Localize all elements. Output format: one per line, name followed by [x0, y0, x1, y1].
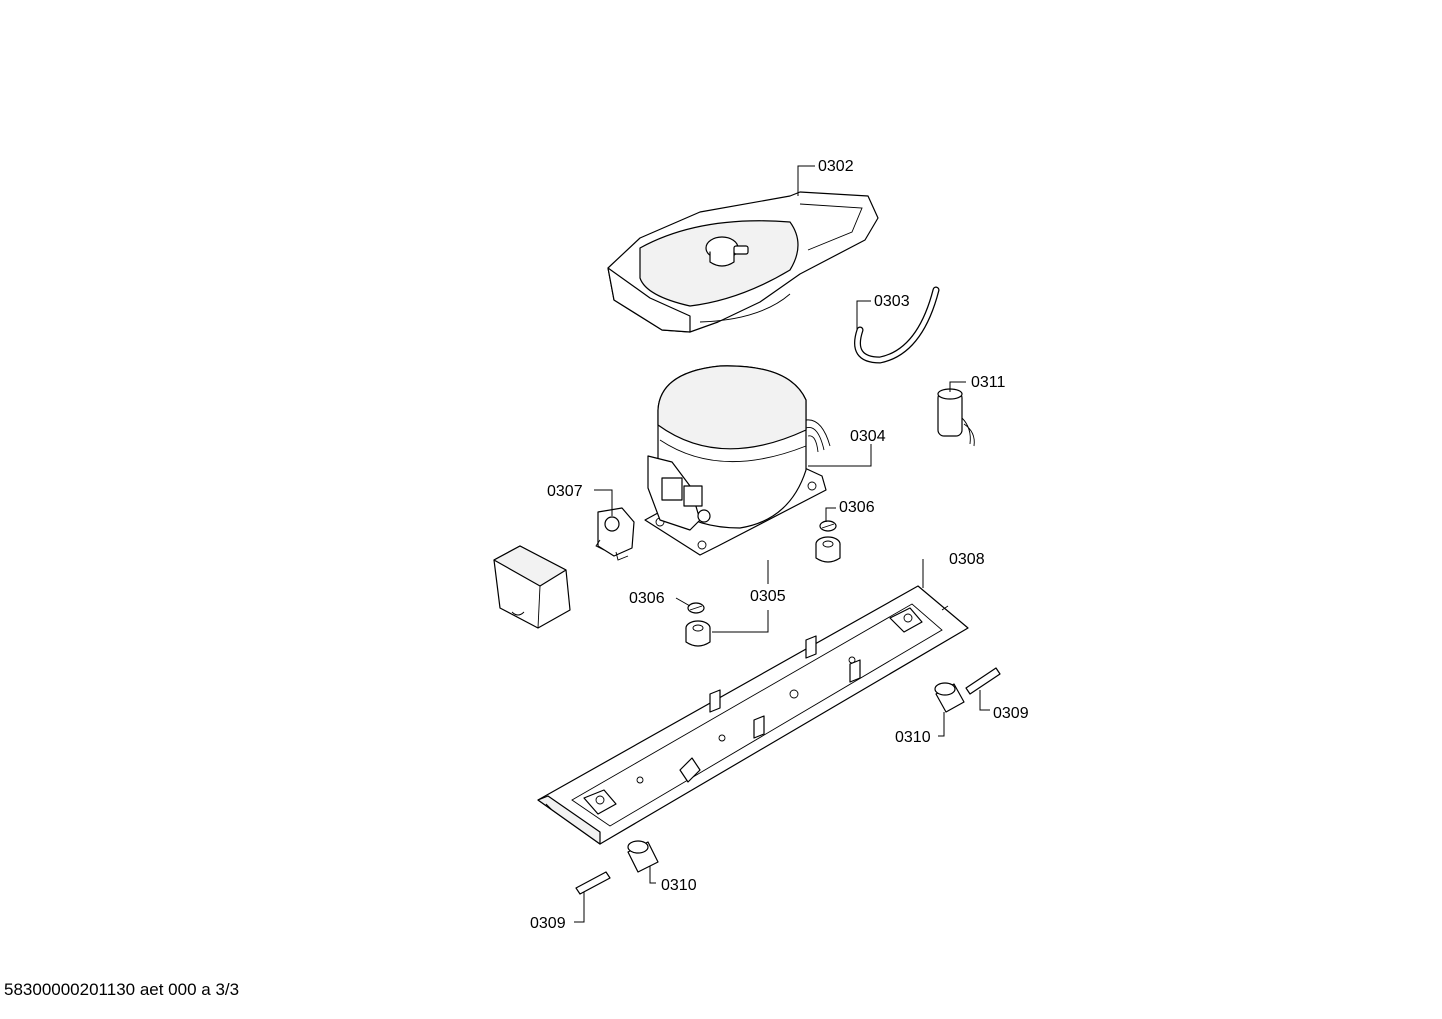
- part-starter-relay: [595, 507, 635, 561]
- callout-0307: 0307: [547, 483, 583, 500]
- part-grommet-right: [815, 536, 841, 563]
- leader-lines: [574, 165, 990, 923]
- callout-0305: 0305: [750, 588, 786, 605]
- part-grommet-left: [685, 620, 711, 647]
- callout-0310-bottom: 0310: [661, 877, 697, 894]
- callout-0311: 0311: [971, 374, 1006, 391]
- part-compressor: [644, 365, 831, 556]
- callout-0309-bottom: 0309: [530, 915, 566, 932]
- part-mounting-rail: [537, 585, 969, 845]
- part-clip-left: [687, 602, 705, 614]
- callout-0306-left: 0306: [629, 590, 665, 607]
- document-code: 58300000201130 aet 000 a 3/3: [4, 980, 240, 999]
- callout-0302: 0302: [818, 158, 854, 175]
- part-sleeve-right: [934, 682, 965, 713]
- part-drain-hose: [854, 286, 940, 364]
- part-pin-right: [965, 667, 1001, 695]
- part-drip-tray: [607, 191, 879, 333]
- callout-0310-right: 0310: [895, 729, 931, 746]
- callout-0309-right: 0309: [993, 705, 1029, 722]
- part-pin-bottom: [575, 871, 611, 895]
- callout-0303: 0303: [874, 293, 910, 310]
- part-sleeve-bottom: [627, 840, 659, 873]
- callout-0308: 0308: [949, 551, 985, 568]
- callout-0306-right: 0306: [839, 499, 875, 516]
- part-relay-cover: [493, 545, 571, 629]
- callout-0304: 0304: [850, 428, 886, 445]
- part-capacitor: [937, 388, 975, 447]
- part-clip-right: [819, 520, 837, 532]
